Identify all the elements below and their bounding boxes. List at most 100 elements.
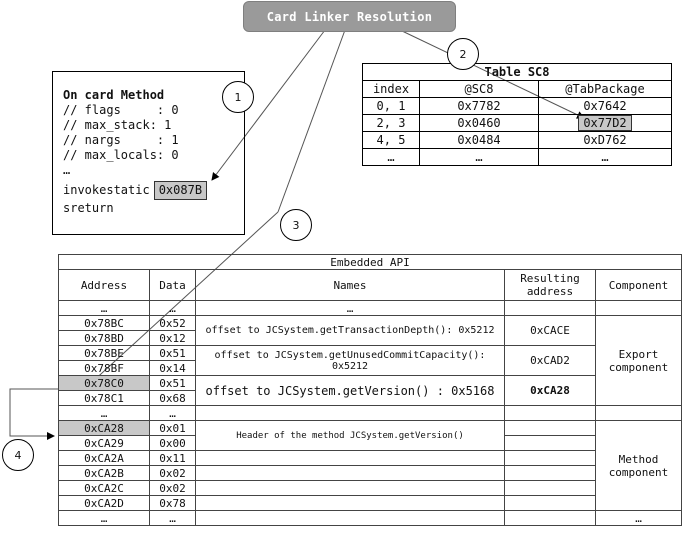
table-row: 0xCA28 0x01 Header of the method JCSyste… <box>58 420 682 511</box>
on-card-method-box: On card Method // flags : 0 // max_stack… <box>52 71 245 235</box>
api-result <box>504 435 596 451</box>
callout-3: 3 <box>280 209 312 241</box>
export-component-label: Export component <box>595 315 682 406</box>
api-result <box>504 420 596 436</box>
api-address: 0x78BD <box>58 330 150 346</box>
api-data: 0x78 <box>149 495 196 511</box>
invoke-label: invokestatic <box>63 183 150 197</box>
table-row: 0xCA29 0x00 <box>58 435 682 451</box>
api-address: 0xCA2D <box>58 495 150 511</box>
api-header: Names <box>195 269 505 301</box>
api-address: 0x78BF <box>58 360 150 376</box>
callout-4: 4 <box>2 439 34 471</box>
sc8-header: @TabPackage <box>538 80 672 98</box>
api-names: … <box>195 300 505 316</box>
sc8-cell: 0xD762 <box>538 131 672 149</box>
api-data: … <box>149 300 196 316</box>
table-row: 0xCA2A 0x11 <box>58 450 682 466</box>
callout-1: 1 <box>222 81 254 113</box>
api-data: … <box>149 405 196 421</box>
api-data: 0x12 <box>149 330 196 346</box>
api-data: … <box>149 510 196 526</box>
sc8-cell: 0x7782 <box>419 97 539 115</box>
table-row: 0xCA2B 0x02 <box>58 465 682 481</box>
api-names <box>195 480 505 496</box>
table-row: 0x78C0 0x51 offset to JCSystem.getVersio… <box>58 375 682 406</box>
sc8-cell: 0x0460 <box>419 114 539 132</box>
table-sc8: Table SC8 index @SC8 @TabPackage 0, 1 0x… <box>362 63 672 166</box>
api-names <box>195 510 505 526</box>
api-address: 0xCA2C <box>58 480 150 496</box>
api-data: 0x02 <box>149 480 196 496</box>
table-row: 4, 5 0x0484 0xD762 <box>362 131 672 149</box>
api-result <box>504 450 596 466</box>
table-row: 0xCA2C 0x02 <box>58 480 682 496</box>
sc8-cell: 0x77D2 <box>538 114 672 132</box>
table-row: … … … <box>362 148 672 166</box>
api-result <box>504 405 596 421</box>
table-row: 0x78BF 0x14 <box>58 360 682 376</box>
api-address: 0xCA29 <box>58 435 150 451</box>
api-data: 0x68 <box>149 390 196 406</box>
sc8-cell: … <box>362 148 420 166</box>
api-names: offset to JCSystem.getTransactionDepth()… <box>195 315 505 346</box>
table-row: 0x78BD 0x12 <box>58 330 682 346</box>
table-row: 0x78BE 0x51 offset to JCSystem.getUnused… <box>58 345 682 376</box>
method-line: // flags : 0 <box>63 103 179 117</box>
sc8-cell: 0x0484 <box>419 131 539 149</box>
api-data: 0x00 <box>149 435 196 451</box>
table-row: … … <box>58 405 682 421</box>
api-names: offset to JCSystem.getUnusedCommitCapaci… <box>195 345 505 376</box>
api-data: 0x51 <box>149 345 196 361</box>
embedded-api-table: Embedded API Address Data Names Resultin… <box>58 254 682 526</box>
api-address: 0x78BC <box>58 315 150 331</box>
sc8-header: @SC8 <box>419 80 539 98</box>
api-data: 0x51 <box>149 375 196 391</box>
method-line: // nargs : 1 <box>63 133 179 147</box>
api-result: 0xCAD2 <box>504 345 596 376</box>
table-row: … … … <box>58 510 682 526</box>
api-names: Header of the method JCSystem.getVersion… <box>195 420 505 451</box>
api-names <box>195 405 505 421</box>
api-result <box>504 465 596 481</box>
sc8-cell: … <box>538 148 672 166</box>
table-row: … … … <box>58 300 682 316</box>
highlighted-address: 0x77D2 <box>578 115 632 131</box>
method-line: // max_stack: 1 <box>63 118 172 132</box>
api-result <box>504 480 596 496</box>
api-result <box>504 510 596 526</box>
api-address: 0x78BE <box>58 345 150 361</box>
table-row: 0xCA2D 0x78 <box>58 495 682 511</box>
table-row: 0x78BC 0x52 offset to JCSystem.getTransa… <box>58 315 682 406</box>
api-data: 0x52 <box>149 315 196 331</box>
api-header: Resulting address <box>504 269 596 301</box>
api-data: 0x14 <box>149 360 196 376</box>
callout-2: 2 <box>447 38 479 70</box>
sc8-header: index <box>362 80 420 98</box>
method-line: … <box>63 163 71 177</box>
table-row: 2, 3 0x0460 0x77D2 <box>362 114 672 132</box>
api-header: Data <box>149 269 196 301</box>
api-names <box>195 465 505 481</box>
method-heading: On card Method <box>63 88 165 102</box>
diagram-title: Card Linker Resolution <box>243 1 456 32</box>
table-row: 0, 1 0x7782 0x7642 <box>362 97 672 115</box>
arrow-3 <box>277 29 346 213</box>
invoke-row: invokestatic 0x087B <box>63 180 244 201</box>
api-address-highlighted: 0x78C0 <box>58 375 150 391</box>
api-address: … <box>58 510 150 526</box>
api-names: offset to JCSystem.getVersion() : 0x5168 <box>195 375 505 406</box>
sc8-caption: Table SC8 <box>362 63 672 81</box>
api-result: 0xCACE <box>504 315 596 346</box>
invoke-address: 0x087B <box>153 181 208 200</box>
api-header: Component <box>595 269 682 301</box>
api-result <box>504 495 596 511</box>
api-address: 0xCA2B <box>58 465 150 481</box>
sc8-cell: 0, 1 <box>362 97 420 115</box>
arrow-4 <box>9 388 58 440</box>
sc8-cell: 0x7642 <box>538 97 672 115</box>
api-data: 0x01 <box>149 420 196 436</box>
api-component <box>595 300 682 316</box>
api-component <box>595 405 682 421</box>
api-address: … <box>58 300 150 316</box>
